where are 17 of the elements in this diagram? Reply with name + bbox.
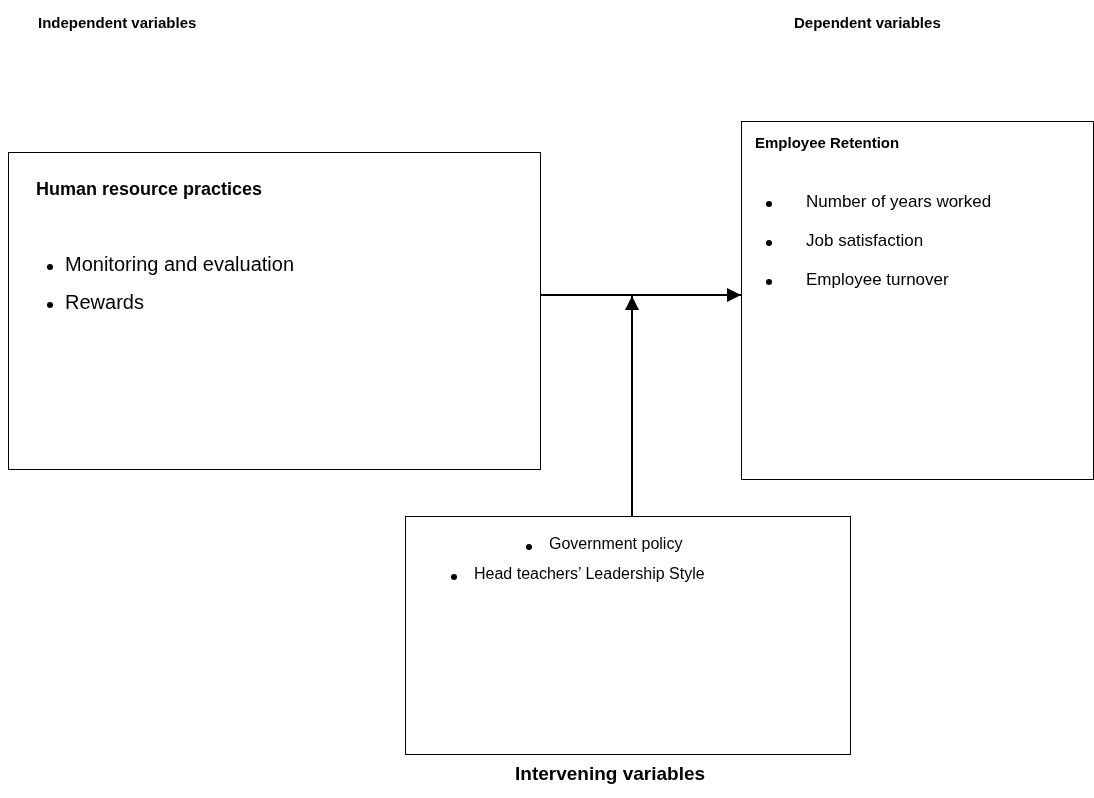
bullet-text: Rewards [65,291,144,314]
variable-box [8,152,541,470]
bullet-text: Job satisfaction [806,231,924,251]
bullet-text: Number of years worked [806,192,992,212]
arrow [625,295,639,517]
box-heading: Employee Retention [755,134,900,151]
variable-box [741,121,1094,480]
variable-box [405,516,851,755]
bullet-text: Employee turnover [806,270,949,290]
box-caption: Intervening variables [515,763,706,785]
bullet-text: Government policy [549,535,683,553]
arrow [540,288,742,302]
bullet-text: Head teachers’ Leadership Style [474,565,705,583]
bullet-text: Monitoring and evaluation [65,253,295,276]
column-heading: Independent variables [38,14,197,31]
box-heading: Human resource practices [36,179,263,200]
column-heading: Dependent variables [794,14,941,31]
